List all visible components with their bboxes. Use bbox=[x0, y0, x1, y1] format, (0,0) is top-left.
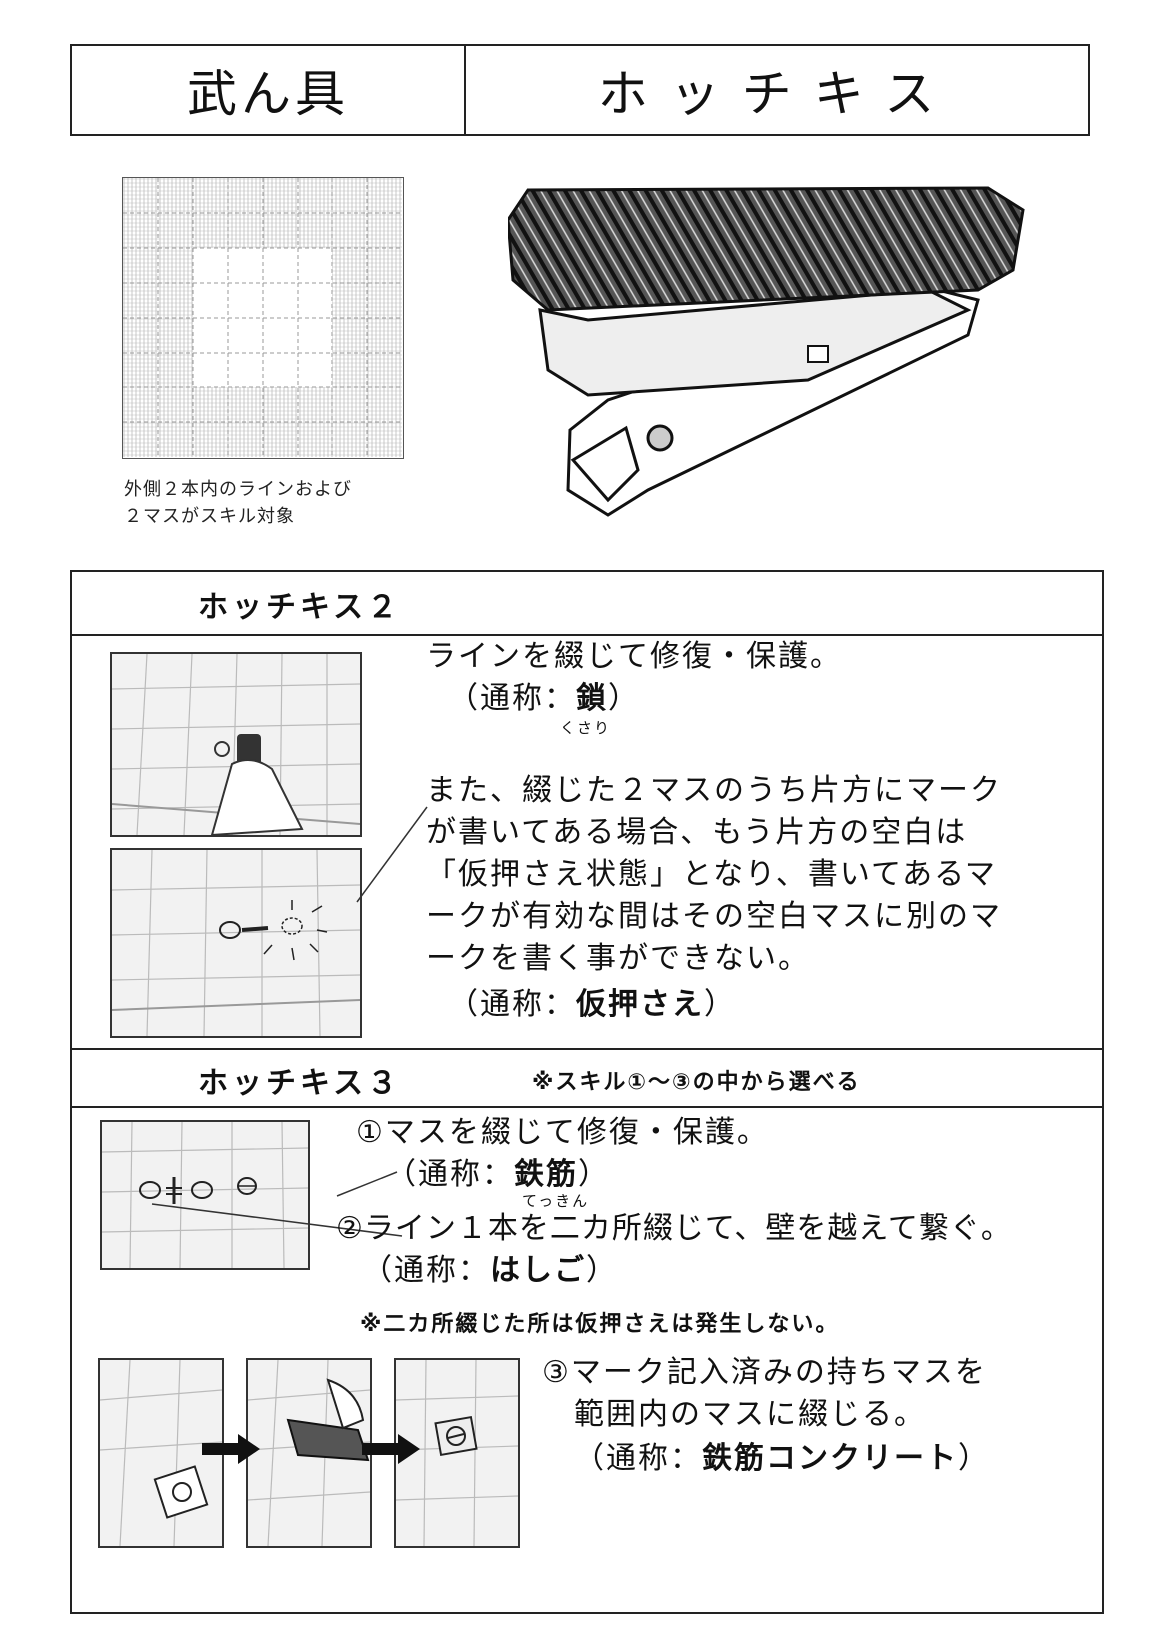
skill2-desc2: また、綴じた２マスのうち片方にマーク が書いてある場合、もう片方の空白は 「仮押… bbox=[426, 773, 1002, 976]
arrow-right-icon bbox=[362, 1434, 420, 1464]
kariosae-icon bbox=[112, 850, 360, 1036]
header-table: 武ん具 ホッチキス bbox=[70, 44, 1090, 136]
skill2-photo-kariosae bbox=[110, 848, 362, 1038]
attached-square-icon bbox=[396, 1360, 518, 1546]
skill3-title: ホッチキス３ bbox=[198, 1066, 402, 1101]
skill3-opt3-alias: （通称：鉄筋コンクリート） bbox=[574, 1441, 990, 1476]
divider bbox=[72, 1048, 1102, 1050]
alias-kusari: 鎖 bbox=[576, 681, 608, 716]
skill3-opt1-alias: （通称：鉄筋） bbox=[386, 1157, 610, 1192]
skill3-opt3-line2: 範囲内のマスに綴じる。 bbox=[574, 1397, 926, 1432]
skill3-opt2-note: ※二カ所綴じた所は仮押さえは発生しない。 bbox=[360, 1312, 840, 1337]
grid-caption-line1: 外側２本内のラインおよび bbox=[124, 479, 352, 500]
callout-line bbox=[356, 806, 428, 903]
alias-kariosae: 仮押さえ bbox=[576, 987, 704, 1022]
divider bbox=[72, 634, 1102, 636]
skill3-photo-tekkin bbox=[100, 1120, 310, 1270]
marked-square-icon bbox=[100, 1360, 222, 1546]
ruby-kusari: くさり bbox=[560, 719, 612, 737]
alias-tekkin: 鉄筋 bbox=[514, 1157, 578, 1192]
arrow-right-icon bbox=[202, 1434, 260, 1464]
callout-lines bbox=[151, 1171, 403, 1237]
skill3-opt3-line1: ③マーク記入済みの持ちマスを bbox=[542, 1355, 987, 1390]
item-name: ホッチキス bbox=[597, 65, 957, 123]
skill2-alias2: （通称：仮押さえ） bbox=[448, 987, 736, 1022]
staple-hand-icon bbox=[112, 654, 360, 835]
ruby-tekkin: てっきん bbox=[522, 1192, 590, 1210]
skills-panel: ホッチキス２ bbox=[70, 570, 1104, 1614]
category-label: 武ん具 bbox=[72, 46, 466, 134]
skill3-subnote: ※スキル①～③の中から選べる bbox=[532, 1070, 861, 1095]
skill3-opt2-alias: （通称：はしご） bbox=[362, 1253, 618, 1288]
grid-caption-line2: ２マスがスキル対象 bbox=[124, 506, 295, 527]
skill3-photo-step2 bbox=[246, 1358, 372, 1548]
stapling-icon bbox=[248, 1360, 370, 1546]
grid-diagram bbox=[122, 177, 404, 459]
skill2-photo-staple bbox=[110, 652, 362, 837]
skill2-alias1: （通称：鎖） bbox=[448, 681, 640, 716]
tekkin-icon bbox=[102, 1122, 308, 1268]
skill2-title: ホッチキス２ bbox=[198, 590, 402, 625]
divider bbox=[72, 1106, 1102, 1108]
alias-hashigo: はしご bbox=[490, 1253, 586, 1288]
stapler-icon bbox=[506, 186, 1025, 517]
skill3-opt1: ①マスを綴じて修復・保護。 bbox=[356, 1115, 769, 1150]
stapler-illustration bbox=[506, 170, 1068, 540]
grid-caption: 外側２本内のラインおよび ２マスがスキル対象 bbox=[124, 476, 352, 530]
skill3-opt2: ②ライン１本を二カ所綴じて、壁を越えて繋ぐ。 bbox=[336, 1211, 1012, 1246]
skill2-desc1: ラインを綴じて修復・保護。 bbox=[426, 639, 842, 674]
grid-pattern-icon bbox=[123, 178, 402, 457]
alias-tekkin-concrete: 鉄筋コンクリート bbox=[702, 1441, 958, 1476]
